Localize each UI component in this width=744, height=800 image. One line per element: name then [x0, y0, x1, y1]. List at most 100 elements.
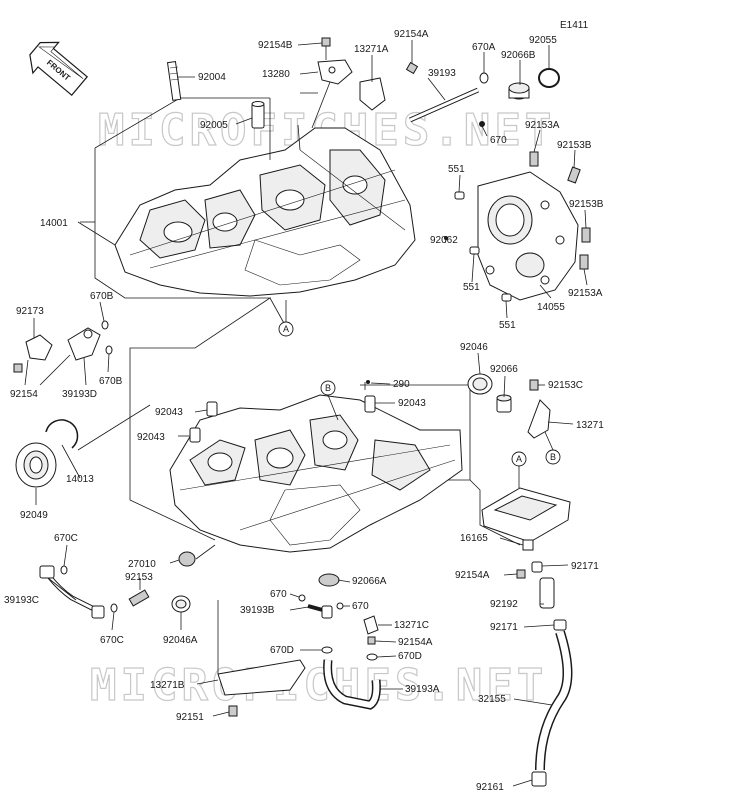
callout-a-right: A	[511, 451, 527, 488]
bolt-92153A-2	[579, 254, 589, 270]
label-92171-2: 92171	[490, 622, 518, 633]
label-92153: 92153	[125, 572, 153, 583]
oring-670D-2	[366, 653, 378, 661]
label-551-1: 551	[448, 164, 465, 175]
label-92005: 92005	[200, 120, 228, 131]
bolt-92154	[13, 363, 23, 373]
label-551-3: 551	[499, 320, 516, 331]
label-92154A-mid: 92154A	[455, 570, 490, 581]
label-13271C: 13271C	[394, 620, 429, 631]
label-92062: 92062	[430, 235, 458, 246]
label-92154: 92154	[10, 389, 38, 400]
label-13271A: 13271A	[354, 44, 389, 55]
label-92154B: 92154B	[258, 40, 293, 51]
circlip-14013	[45, 419, 79, 449]
hose-32155	[535, 630, 573, 771]
fitting-92171-1	[531, 561, 543, 573]
label-670B-1: 670B	[90, 291, 114, 302]
plug-27010	[178, 551, 196, 567]
label-551-2: 551	[463, 282, 480, 293]
plate-13271A	[359, 77, 386, 111]
oil-pan-16165	[481, 487, 571, 551]
oring-670-mid	[298, 594, 306, 602]
label-92154A-low: 92154A	[398, 637, 433, 648]
oring-670C-1	[60, 565, 68, 575]
callout-a-upper: A	[278, 300, 294, 337]
label-92066B: 92066B	[501, 50, 536, 61]
oring-670D-1	[321, 646, 333, 654]
bolt-92153B-2	[581, 227, 591, 243]
label-92066A: 92066A	[352, 576, 387, 587]
oring-670B-1	[101, 320, 109, 330]
label-14013: 14013	[66, 474, 94, 485]
dowels-92043	[189, 395, 376, 443]
bearing-92046	[467, 373, 493, 395]
label-16165: 16165	[460, 533, 488, 544]
lower-crankcase-frame	[129, 297, 471, 541]
pipe-39193A	[323, 659, 381, 710]
bolt-92154A-top	[405, 61, 419, 75]
label-13271: 13271	[576, 420, 604, 431]
front-arrow-icon: FRONT	[29, 41, 89, 97]
pin-92062	[444, 236, 448, 240]
label-290: 290	[393, 379, 410, 390]
label-39193A: 39193A	[405, 684, 440, 695]
oring-670A	[479, 72, 489, 84]
pipe-39193B	[307, 604, 333, 619]
label-670-mid2: 670	[352, 601, 369, 612]
label-92161: 92161	[476, 782, 504, 793]
label-92154A-top: 92154A	[394, 29, 429, 40]
svg-text:B: B	[550, 452, 556, 462]
label-92055: 92055	[529, 35, 557, 46]
oring-92055	[538, 68, 560, 88]
bearing-92046A	[171, 595, 191, 613]
leader-lines	[24, 40, 588, 787]
label-13271B: 13271B	[150, 680, 185, 691]
plate-13271	[527, 399, 551, 439]
label-14001: 14001	[40, 218, 68, 229]
label-92151: 92151	[176, 712, 204, 723]
label-670-mid: 670	[270, 589, 287, 600]
bolt-92154B	[321, 37, 331, 60]
bolt-92153A-top	[529, 151, 539, 167]
label-92043-2: 92043	[155, 407, 183, 418]
oring-670C-2	[110, 603, 118, 613]
label-39193B: 39193B	[240, 605, 275, 616]
callout-b-right: B	[544, 431, 561, 465]
cap-92066A	[318, 573, 340, 587]
label-13280: 13280	[262, 69, 290, 80]
callout-b-lower: B	[320, 380, 339, 421]
plate-13271B	[217, 600, 306, 696]
label-670D-2: 670D	[398, 651, 422, 662]
bracket-13280	[317, 59, 353, 85]
bracket-92173	[25, 334, 53, 361]
cover-14055	[477, 171, 579, 301]
plug-290	[366, 380, 370, 384]
bolt-92151	[228, 705, 238, 717]
fitting-92171-2	[553, 619, 567, 631]
label-32155: 32155	[478, 694, 506, 705]
label-92004: 92004	[198, 72, 226, 83]
label-92066: 92066	[490, 364, 518, 375]
svg-text:A: A	[283, 324, 289, 334]
label-92192: 92192	[490, 599, 518, 610]
oring-670-mid2	[336, 602, 344, 610]
pipe-39193C	[39, 565, 105, 619]
upper-crankcase	[114, 127, 416, 297]
label-92153C: 92153C	[548, 380, 583, 391]
svg-text:A: A	[516, 454, 522, 464]
label-670C-2: 670C	[100, 635, 124, 646]
label-670B-2: 670B	[99, 376, 123, 387]
label-92043-3: 92043	[137, 432, 165, 443]
label-670D-1: 670D	[270, 645, 294, 656]
label-92043-1: 92043	[398, 398, 426, 409]
svg-text:B: B	[325, 383, 331, 393]
label-92153B-1: 92153B	[557, 140, 592, 151]
seal-92049	[15, 442, 57, 488]
label-92049: 92049	[20, 510, 48, 521]
label-92153B-2: 92153B	[569, 199, 604, 210]
label-39193: 39193	[428, 68, 456, 79]
diagram-code: E1411	[560, 20, 589, 31]
label-670A: 670A	[472, 42, 496, 53]
